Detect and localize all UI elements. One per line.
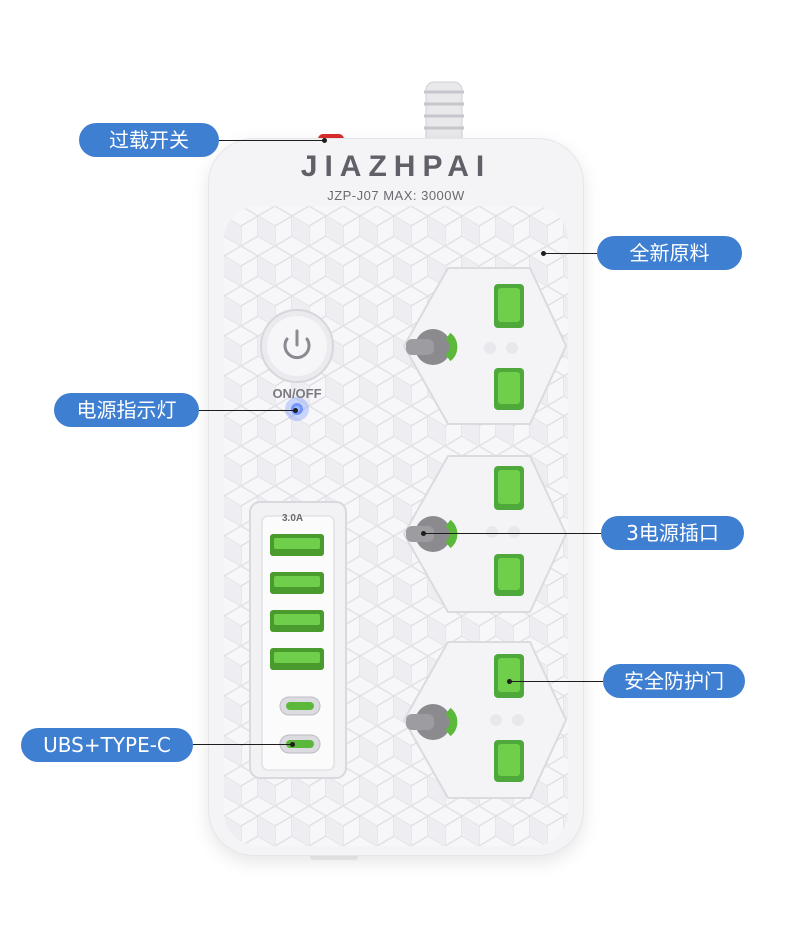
leader-dot [507,679,512,684]
leader-dot [541,251,546,256]
ground-pin-icon [406,704,458,740]
leader-dot [290,742,295,747]
outlet-2 [402,455,568,613]
callout-three-outlets: 3电源插口 [601,516,744,550]
ground-pin-icon [406,516,458,552]
leader-line [510,681,603,682]
leader-dot [421,531,426,536]
usb-panel [249,501,347,779]
callout-usb-typec: UBS+TYPE-C [21,728,193,762]
leader-line [544,253,597,254]
power-button [260,309,334,383]
power-icon [283,329,311,360]
usb-a-port [270,610,324,632]
ground-pin-icon [406,329,458,365]
usb-a-port [270,534,324,556]
callout-power-indicator: 电源指示灯 [54,393,199,427]
usb-a-port [270,648,324,670]
usb-c-port [279,696,321,716]
outlet-3 [402,641,568,799]
leader-line [424,533,601,534]
usb-a-port [270,572,324,594]
model-rating-text: JZP-J07 MAX: 3000W [327,188,465,203]
callout-new-material: 全新原料 [597,236,742,270]
on-off-label: ON/OFF [272,386,322,401]
leader-line [199,410,295,411]
brand-logo: JIAZHPAI [300,150,492,183]
callout-safety-shutter: 安全防护门 [603,664,745,698]
leader-dot [322,138,327,143]
leader-line [193,744,292,745]
usb-current-label: 3.0A [282,513,304,524]
leader-line [219,140,325,141]
outlet-1 [402,267,568,425]
callout-overload-switch: 过载开关 [79,123,219,157]
leader-dot [293,408,298,413]
